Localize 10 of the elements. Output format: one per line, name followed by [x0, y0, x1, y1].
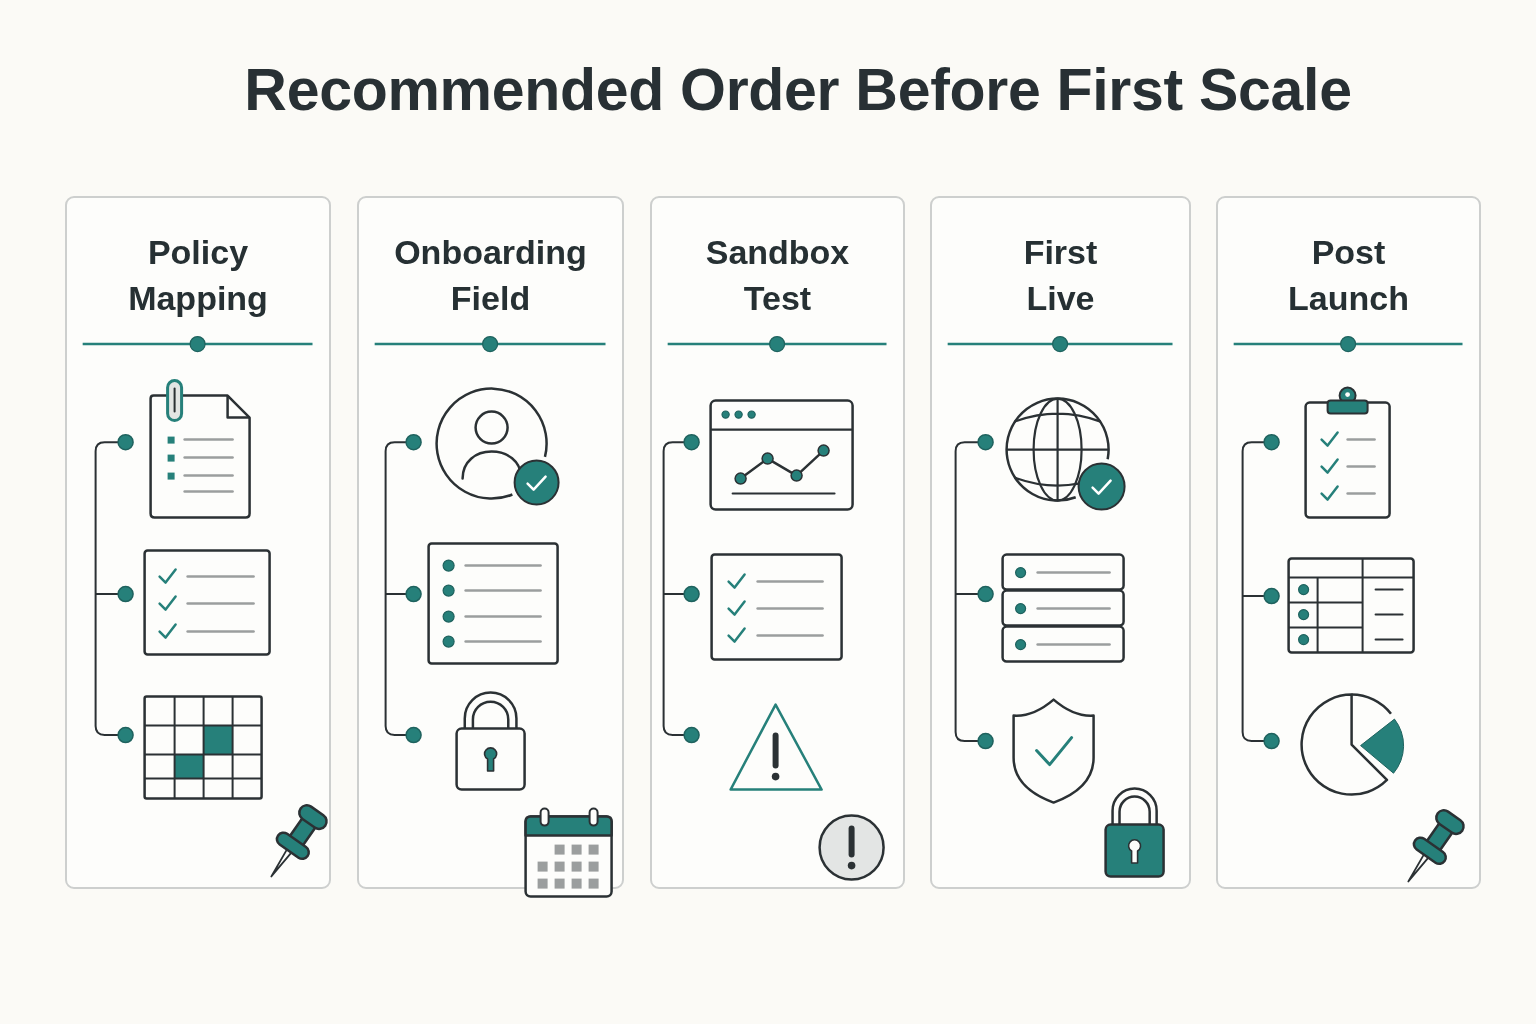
step-heading: Sandbox Test [705, 232, 850, 319]
step-card [650, 196, 905, 889]
diagram-title: Recommended Order Before First Scale [244, 56, 1352, 124]
step-card [930, 196, 1191, 889]
step-card [1216, 196, 1481, 889]
step-heading: Policy Mapping [128, 232, 268, 319]
step-heading: Onboarding Field [394, 232, 587, 319]
step-heading: Post Launch [1288, 232, 1409, 319]
step-heading: First Live [1023, 232, 1098, 319]
step-card [65, 196, 331, 889]
